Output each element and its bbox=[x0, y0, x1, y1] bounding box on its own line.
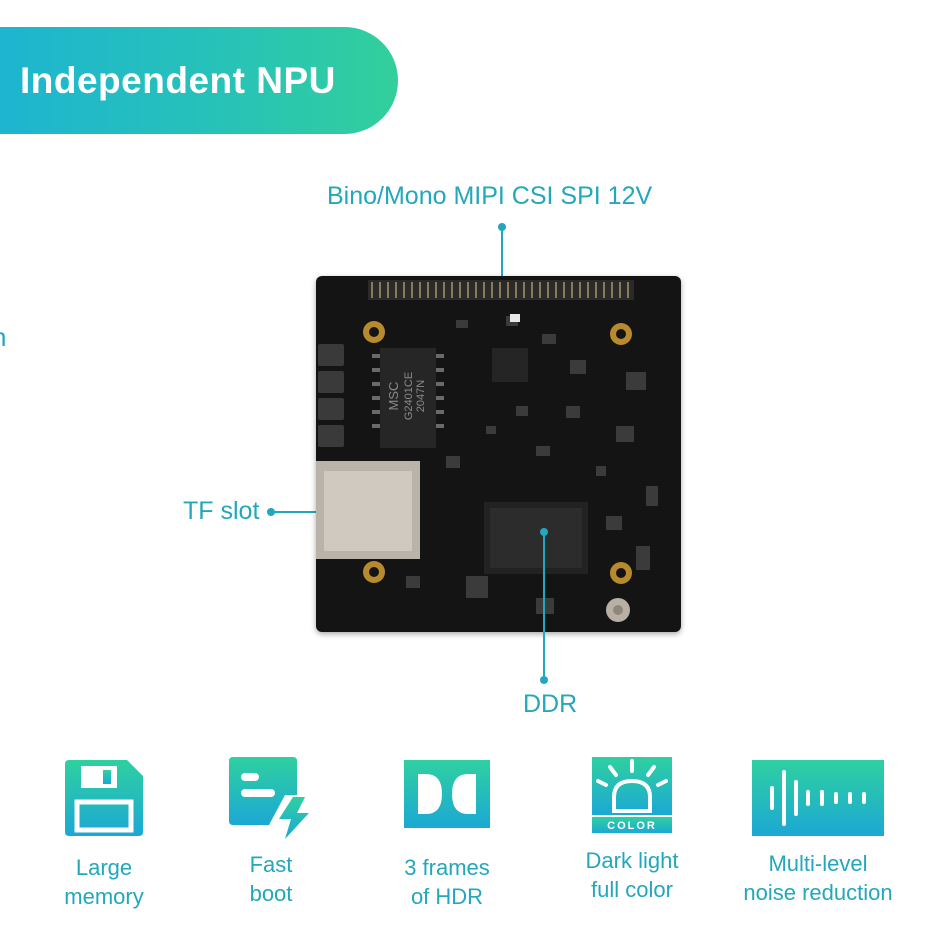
feature-label-line2: boot bbox=[249, 881, 293, 906]
feature-large-memory: Large memory bbox=[19, 760, 189, 911]
hdr-icon bbox=[404, 760, 490, 828]
chip-model: G2401CE bbox=[403, 372, 415, 420]
network-transformer-chip bbox=[380, 348, 436, 448]
chip-brand: MSC bbox=[386, 382, 401, 411]
feature-label-line1: Dark light bbox=[585, 848, 679, 873]
feature-label-line2: of HDR bbox=[410, 884, 484, 909]
fast-boot-icon bbox=[229, 757, 309, 839]
soc-chip bbox=[492, 348, 528, 382]
mounting-holes bbox=[363, 321, 632, 584]
feature-label-line1: Large bbox=[75, 855, 133, 880]
feature-noise-reduction: Multi-level noise reduction bbox=[727, 760, 909, 907]
title-banner: Independent NPU bbox=[0, 27, 398, 134]
waveform-icon bbox=[752, 760, 884, 836]
feature-label-line2: memory bbox=[64, 884, 144, 909]
feature-label-line1: Multi-level bbox=[768, 851, 868, 876]
feature-label-line1: 3 frames bbox=[404, 855, 490, 880]
color-badge: COLOR bbox=[607, 820, 657, 832]
ddr-callout-dot-bottom bbox=[540, 676, 548, 684]
cropped-text: n bbox=[0, 322, 12, 353]
connector-callout: Bino/Mono MIPI CSI SPI 12V bbox=[327, 182, 653, 210]
smd-components bbox=[406, 316, 658, 614]
side-connectors bbox=[318, 344, 344, 447]
ddr-callout-line bbox=[543, 532, 545, 680]
feature-fast-boot: Fast boot bbox=[186, 757, 356, 908]
floppy-disk-icon bbox=[65, 760, 143, 836]
connector-callout-line bbox=[501, 227, 503, 293]
feature-label-line1: Fast bbox=[249, 852, 293, 877]
board-illustration: MSC G2401CE 2047N bbox=[316, 280, 658, 622]
status-led bbox=[510, 314, 520, 322]
connector-pins bbox=[371, 282, 629, 298]
feature-dark-light-full-color: COLOR Dark light full color bbox=[547, 757, 717, 904]
feature-label-line2: noise reduction bbox=[743, 880, 893, 905]
tf-slot-callout-line bbox=[271, 511, 352, 513]
chip-code: 2047N bbox=[415, 380, 427, 412]
feature-label-line2: full color bbox=[591, 877, 673, 902]
banner-title: Independent NPU bbox=[20, 59, 336, 101]
feature-hdr: 3 frames of HDR bbox=[362, 760, 532, 911]
color-light-icon: COLOR bbox=[592, 757, 672, 833]
chip-pins bbox=[372, 354, 444, 428]
tf-slot-callout: TF slot bbox=[183, 497, 260, 525]
camera-board: MSC G2401CE 2047N bbox=[316, 276, 681, 632]
ddr-callout: DDR bbox=[523, 690, 578, 718]
